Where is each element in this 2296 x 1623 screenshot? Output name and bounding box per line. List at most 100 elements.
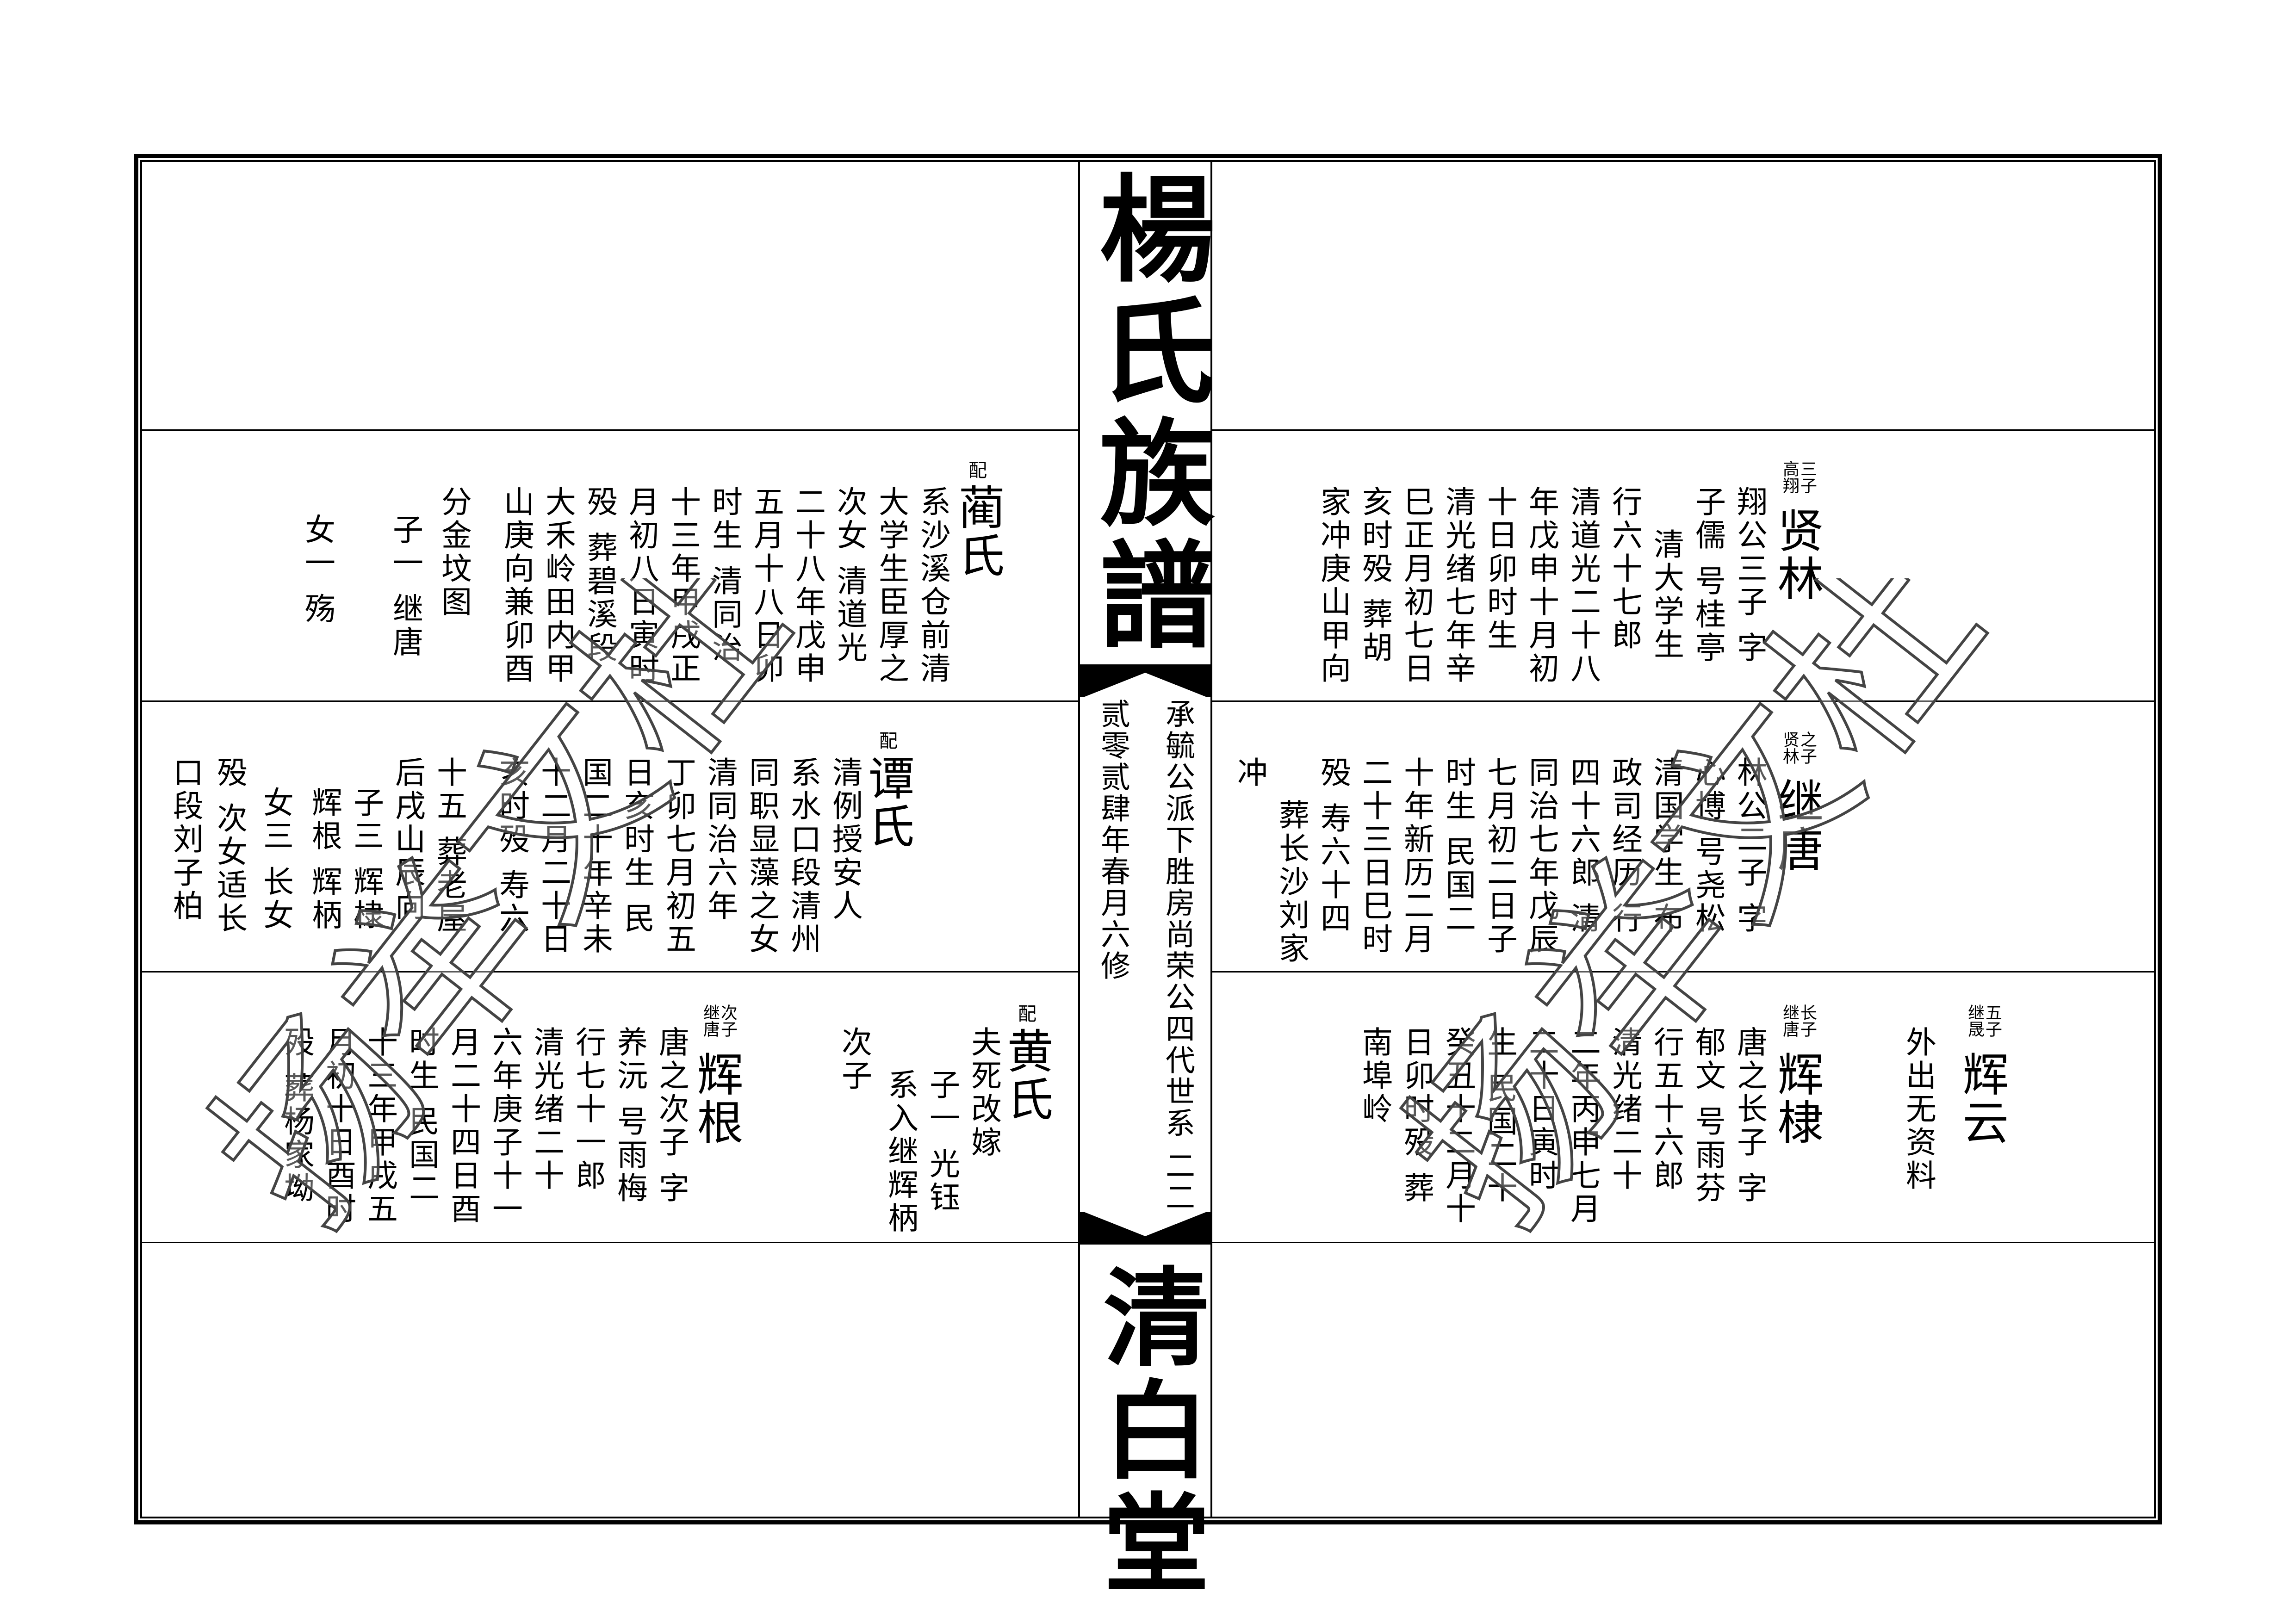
spine-line-right (1210, 162, 1212, 1517)
bio-line: 系入继辉柄 (883, 1069, 918, 1235)
person-name: 辉棣 (1769, 1050, 1824, 1146)
bio-line: 十二月二十日 (536, 756, 571, 956)
hall-name: 清白堂 (1085, 1262, 1210, 1601)
row-divider (142, 700, 1080, 702)
children-line: 口段刘子柏 (168, 756, 204, 923)
spine-line-left (1078, 162, 1080, 1517)
bio-line: 翔公三子 字 (1732, 486, 1768, 665)
person-name: 贤林 (1769, 507, 1824, 603)
bio-line: 时生 民国二 (404, 1026, 440, 1205)
bio-line: 系水口段清州 (786, 756, 821, 956)
bio-line: 政司经历 行 (1607, 756, 1643, 935)
bio-line: 唐之长子 字 (1732, 1026, 1768, 1205)
children-line: 女三 长女 (258, 787, 294, 932)
bio-line: 生 民国二十 (1482, 1026, 1518, 1205)
bio-line: 巳正月初七日 (1399, 486, 1434, 686)
bio-line: 时生 民国二 (1440, 756, 1476, 935)
bio-line: 二十八年戊申 (790, 486, 826, 686)
bio-line: 二年丙申七月 (1565, 1026, 1601, 1226)
bio-line: 系沙溪仓前清 (915, 486, 951, 686)
bio-line: 家冲庚山甲向 (1316, 486, 1351, 686)
children-line: 子三 辉棣 (348, 787, 384, 932)
person-name: 继唐 (1769, 777, 1824, 873)
bio-line: 行五十六郎 (1649, 1026, 1684, 1193)
page-border-inner (140, 160, 2156, 1518)
row-divider (1212, 429, 2154, 431)
watermark-text: 扬举文杜 (194, 578, 796, 1264)
bio-line: 葬长沙刘家 (1274, 799, 1309, 966)
bio-line: 十年新历二月 (1399, 756, 1434, 956)
row-divider (1212, 1242, 2154, 1243)
pei-label: 配 (965, 460, 987, 479)
bio-line: 林公二子 字 (1732, 756, 1768, 935)
relation-line: 继唐 (701, 1004, 720, 1037)
bio-line: 清大学生 (1649, 528, 1684, 662)
person-name: 谭氏 (860, 754, 914, 850)
person-name: 蔺氏 (950, 483, 1005, 580)
relation-line: 长子 (1798, 1004, 1817, 1037)
fishtail-bottom (1080, 1212, 1210, 1245)
person-name: 辉云 (1955, 1050, 2009, 1146)
relation-label: 次子 继唐 (701, 1004, 737, 1037)
relation-line: 继晟 (1965, 1004, 1984, 1037)
bio-line: 清例授安人 (827, 756, 863, 923)
bio-line: 七月初二日子 (1482, 756, 1518, 956)
relation-line: 次子 (718, 1004, 737, 1037)
bio-line: 同职显藻之女 (744, 756, 780, 956)
bio-line: 亥时殁 寿六 (494, 756, 530, 935)
bio-line: 日亥时生 民 (619, 756, 655, 935)
bio-line: 癸丑十二月十 (1440, 1026, 1476, 1226)
bio-line: 大禾岭田内甲 (540, 486, 576, 686)
bio-line: 南埠岭 (1357, 1026, 1393, 1126)
bio-line: 六年庚子十一 (487, 1026, 523, 1226)
spine-edition: 贰零贰肆年春月六修 (1096, 699, 1130, 982)
row-divider (142, 429, 1080, 431)
bio-line: 清道光二十八 (1565, 486, 1601, 686)
bio-line: 唐之次子 字 (654, 1026, 689, 1205)
fishtail-top (1080, 664, 1210, 697)
bio-line: 清光绪二十 (1607, 1026, 1643, 1193)
bio-line: 外出无资料 (1901, 1026, 1936, 1193)
relation-line: 三子 (1798, 460, 1817, 494)
bio-line: 十日卯时生 (1482, 486, 1518, 652)
bio-line: 清同治六年 (702, 756, 738, 923)
person-name: 黄氏 (999, 1027, 1053, 1123)
row-divider (1212, 971, 2154, 973)
bio-line: 行七十一郎 (571, 1026, 606, 1193)
pei-label: 配 (876, 731, 897, 750)
bio-line: 殁 葬碧溪段 (582, 486, 618, 665)
relation-label: 三子 高翔 (1780, 460, 1817, 494)
bio-line: 养沅 号雨梅 (612, 1026, 648, 1205)
bio-line: 清光绪七年辛 (1440, 486, 1476, 686)
bio-line: 十三年甲戌正 (665, 486, 701, 686)
relation-label: 长子 继唐 (1780, 1004, 1817, 1037)
watermark-left: 扬举文杜 (194, 578, 796, 1265)
bio-line: 月二十四日酉 (446, 1026, 481, 1226)
children-line: 辉根 辉柄 (307, 787, 342, 932)
bio-line: 次子 (837, 1026, 872, 1093)
bio-line: 二十三日巳时 (1357, 756, 1393, 956)
bio-line: 亥时殁 葬胡 (1357, 486, 1393, 665)
relation-line: 高翔 (1780, 460, 1799, 494)
bio-line: 子儒 号桂亭 (1690, 486, 1726, 665)
children-line: 殁 次女适长 (212, 756, 248, 935)
relation-label: 五子 继晟 (1965, 1004, 2002, 1037)
relation-line: 继唐 (1780, 1004, 1799, 1037)
bio-line: 十三年甲戌五 (362, 1026, 398, 1226)
bio-line: 大学生臣厚之 (874, 486, 909, 686)
relation-label: 之子 贤林 (1780, 731, 1817, 764)
bio-line: 二十日寅时 (1524, 1026, 1559, 1193)
bio-line: 子一 光钰 (925, 1069, 960, 1214)
bio-line: 郁文 号雨芬 (1690, 1026, 1726, 1205)
watermark-right: 扬举文杜 (1388, 578, 1990, 1265)
bio-line: 山庚向兼卯酉 (499, 486, 534, 686)
bio-line: 五月十八日卯 (749, 486, 784, 686)
bio-line: 日卯时殁 葬 (1399, 1026, 1434, 1205)
relation-line: 贤林 (1780, 731, 1799, 764)
bio-line: 冲 (1232, 756, 1268, 790)
bio-line: 殁 寿六十四 (1316, 756, 1351, 935)
bio-line: 年戊申十月初 (1524, 486, 1559, 686)
person-name: 辉根 (689, 1050, 743, 1146)
bio-line: 分金坟图 (436, 486, 472, 619)
bio-line: 后戌山辰向 (390, 756, 426, 923)
